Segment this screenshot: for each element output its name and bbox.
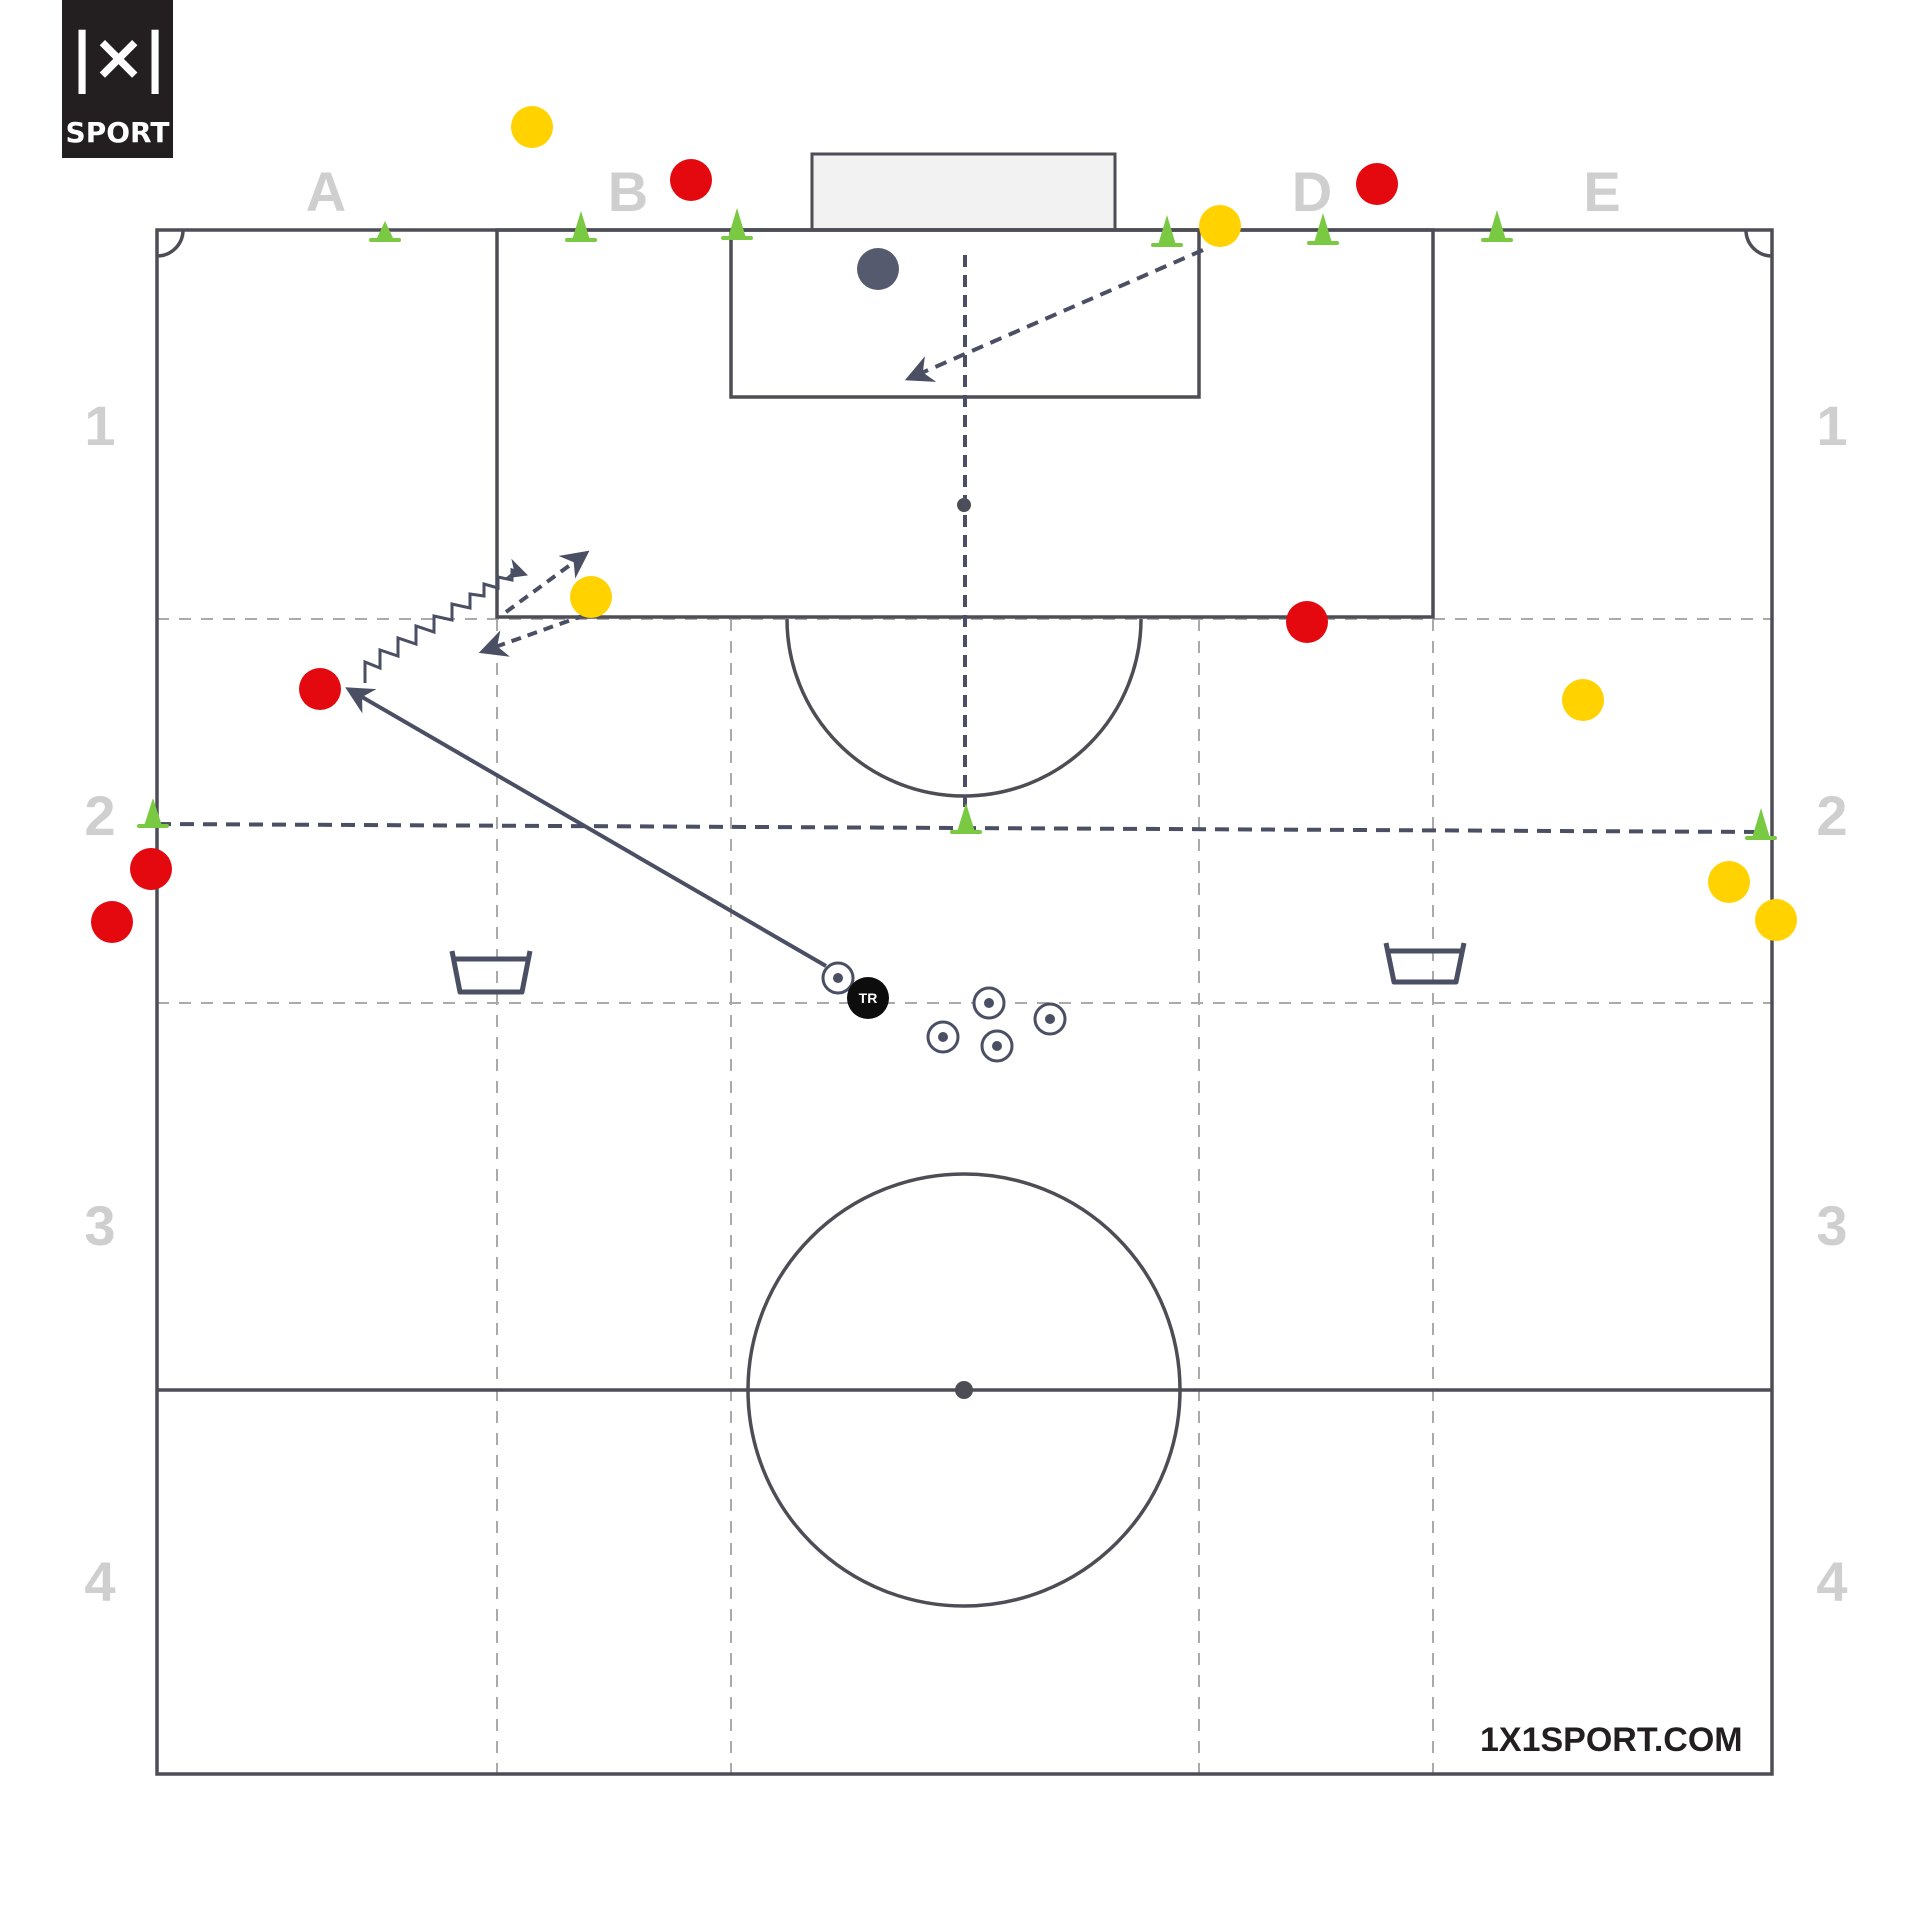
red-player <box>91 901 133 943</box>
yellow-team <box>511 106 1797 941</box>
row-label-3-left: 3 <box>84 1194 116 1257</box>
row-label-2-right: 2 <box>1816 784 1848 847</box>
yellow-player <box>511 106 553 148</box>
goalkeeper <box>857 248 899 290</box>
cone-icon <box>721 208 753 240</box>
yellow-player <box>570 576 612 618</box>
pass-arrow-trainer <box>345 687 828 968</box>
pass-arrow-back <box>478 613 586 657</box>
row-label-4-left: 4 <box>84 1550 116 1613</box>
logo-mark: |×| <box>70 21 166 95</box>
corner-arc-right <box>1744 229 1773 258</box>
ball-icon <box>972 986 1006 1020</box>
column-label-a: A <box>305 160 347 223</box>
penalty-arc <box>785 618 1143 798</box>
baskets <box>449 942 1467 995</box>
cone-icon <box>137 798 169 828</box>
goal-area <box>729 228 1201 399</box>
run-arrow-dashed <box>504 550 590 614</box>
row-label-2-left: 2 <box>84 784 116 847</box>
yellow-player <box>1708 861 1750 903</box>
basket-icon <box>1383 942 1467 985</box>
pitch-lines <box>155 228 1774 1776</box>
ball-icon <box>821 961 855 995</box>
red-team <box>91 159 1398 943</box>
penalty-spot <box>957 498 971 512</box>
movement-lines <box>156 248 1761 968</box>
zone-grid <box>157 618 1772 1774</box>
red-player <box>1356 163 1398 205</box>
corner-arc-left <box>156 229 185 258</box>
row-label-1-left: 1 <box>84 394 116 457</box>
yellow-player <box>1755 899 1797 941</box>
yellow-player <box>1199 205 1241 247</box>
center-circle <box>746 1172 1182 1608</box>
trainer-label: TR <box>859 990 878 1006</box>
yellow-player <box>1562 679 1604 721</box>
trainer-icon: TR <box>847 977 889 1019</box>
ball-icon <box>980 1029 1014 1063</box>
row-label-3-right: 3 <box>1816 1194 1848 1257</box>
dashed-line-row2 <box>156 822 1761 834</box>
cones <box>137 208 1777 840</box>
brand-logo: |×| SPORT <box>62 0 173 158</box>
red-player <box>130 848 172 890</box>
logo-word: SPORT <box>65 116 170 149</box>
column-label-e: E <box>1583 160 1621 223</box>
pass-arrow-top <box>904 248 1204 382</box>
red-player <box>299 668 341 710</box>
cone-icon <box>950 803 982 834</box>
red-player <box>1286 601 1328 643</box>
pitch-boundary <box>155 228 1774 1776</box>
cone-icon <box>1151 215 1183 247</box>
column-label-c: C <box>943 160 985 223</box>
column-label-d: D <box>1291 160 1333 223</box>
dribble-arrow <box>363 558 528 683</box>
column-label-b: B <box>607 160 649 223</box>
cone-icon <box>1481 210 1513 242</box>
cone-icon <box>1745 808 1777 840</box>
basket-icon <box>449 950 533 995</box>
row-label-1-right: 1 <box>1816 394 1848 457</box>
red-player <box>670 159 712 201</box>
cone-icon <box>369 221 401 242</box>
website-label: 1X1SPORT.COM <box>1480 1721 1743 1759</box>
penalty-area <box>495 228 1435 619</box>
ball-icon <box>926 1020 960 1054</box>
row-label-4-right: 4 <box>1816 1550 1848 1613</box>
ball-icon <box>1033 1002 1067 1036</box>
center-spot <box>955 1381 973 1399</box>
balls <box>821 961 1067 1063</box>
